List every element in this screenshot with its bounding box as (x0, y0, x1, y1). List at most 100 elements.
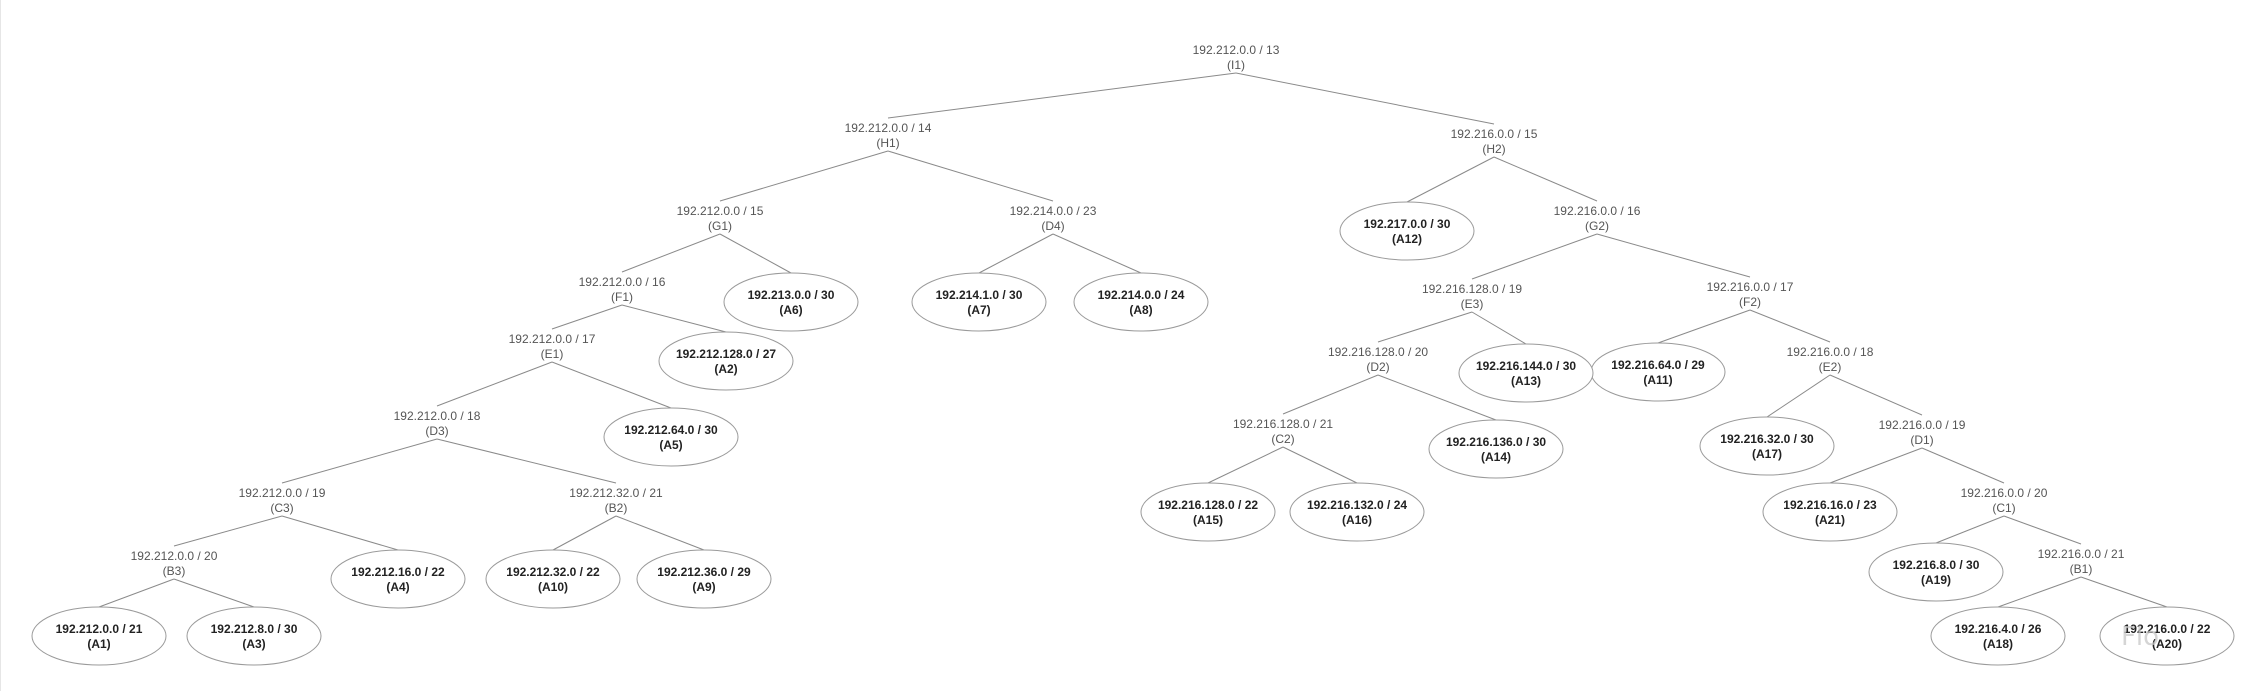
leaf-node-a12: 192.217.0.0 / 30(A12) (1339, 201, 1475, 261)
edge-H1-D4 (887, 150, 1054, 202)
node-h2: 192.216.0.0 / 15(H2) (1451, 127, 1538, 156)
leaf-ellipse (485, 549, 621, 609)
edge-D3-B2 (436, 438, 617, 484)
leaf-node-a5: 192.212.64.0 / 30(A5) (603, 407, 739, 467)
node-address-label: 192.216.144.0 / 30 (1476, 359, 1576, 373)
node-address-label: 192.213.0.0 / 30 (748, 288, 835, 302)
leaf-ellipse (186, 606, 322, 666)
edge-D3-C3 (281, 438, 438, 484)
node-d3: 192.212.0.0 / 18(D3) (394, 409, 481, 438)
node-id-label: (A14) (1481, 450, 1511, 464)
leaf-ellipse (1868, 542, 2004, 602)
node-id-label: (C1) (1992, 501, 2015, 515)
edge-F1-A2 (621, 304, 727, 333)
node-address-label: 192.212.8.0 / 30 (211, 622, 298, 636)
edge-I1-H2 (1235, 72, 1495, 125)
node-id-label: (A13) (1511, 374, 1541, 388)
edge-B2-A9 (615, 515, 705, 551)
leaf-ellipse (1762, 482, 1898, 542)
node-id-label: (D1) (1910, 433, 1933, 447)
edge-G2-E3 (1471, 233, 1598, 280)
node-id-label: (E1) (541, 347, 564, 361)
node-address-label: 192.216.128.0 / 20 (1328, 345, 1428, 359)
node-d4: 192.214.0.0 / 23(D4) (1010, 204, 1097, 233)
edge-E2-D1 (1829, 374, 1923, 416)
node-address-label: 192.216.128.0 / 21 (1233, 417, 1333, 431)
node-id-label: (D2) (1366, 360, 1389, 374)
node-address-label: 192.212.0.0 / 19 (239, 486, 326, 500)
node-address-label: 192.212.0.0 / 14 (845, 121, 932, 135)
node-address-label: 192.214.0.0 / 24 (1098, 288, 1185, 302)
node-id-label: (A15) (1193, 513, 1223, 527)
node-i1: 192.212.0.0 / 13(I1) (1193, 43, 1280, 72)
edge-D4-A7 (978, 233, 1054, 274)
node-id-label: (C3) (270, 501, 293, 515)
leaf-ellipse (636, 549, 772, 609)
node-address-label: 192.216.128.0 / 19 (1422, 282, 1522, 296)
node-id-label: (A12) (1392, 232, 1422, 246)
edge-F2-A11 (1657, 309, 1751, 344)
node-id-label: (D4) (1041, 219, 1064, 233)
leaf-node-a11: 192.216.64.0 / 29(A11) (1590, 342, 1726, 402)
node-id-label: (G2) (1585, 219, 1609, 233)
node-id-label: (A18) (1983, 637, 2013, 651)
node-g2: 192.216.0.0 / 16(G2) (1554, 204, 1641, 233)
node-address-label: 192.216.0.0 / 18 (1787, 345, 1874, 359)
edge-H2-A12 (1406, 156, 1495, 203)
node-id-label: (A5) (659, 438, 682, 452)
node-address-label: 192.216.0.0 / 21 (2038, 547, 2125, 561)
edge-F1-E1 (551, 304, 623, 330)
node-address-label: 192.212.0.0 / 17 (509, 332, 596, 346)
node-address-label: 192.212.0.0 / 16 (579, 275, 666, 289)
node-id-label: (A16) (1342, 513, 1372, 527)
node-c1: 192.216.0.0 / 20(C1) (1961, 486, 2048, 515)
node-id-label: (A7) (967, 303, 990, 317)
node-id-label: (E2) (1819, 360, 1842, 374)
edge-G1-F1 (621, 233, 721, 273)
leaf-node-a2: 192.212.128.0 / 27(A2) (658, 331, 794, 391)
leaf-node-a19: 192.216.8.0 / 30(A19) (1868, 542, 2004, 602)
node-id-label: (C2) (1271, 432, 1294, 446)
edge-I1-H1 (887, 72, 1237, 119)
leaf-ellipse (658, 331, 794, 391)
node-address-label: 192.212.0.0 / 13 (1193, 43, 1280, 57)
node-address-label: 192.212.0.0 / 20 (131, 549, 218, 563)
leaf-node-a15: 192.216.128.0 / 22(A15) (1140, 482, 1276, 542)
leaf-node-a17: 192.216.32.0 / 30(A17) (1699, 416, 1835, 476)
node-address-label: 192.212.36.0 / 29 (657, 565, 751, 579)
leaf-ellipse (723, 272, 859, 332)
edge-C1-B1 (2003, 515, 2082, 545)
node-id-label: (A20) (2152, 637, 2182, 651)
node-id-label: (A9) (692, 580, 715, 594)
node-f1: 192.212.0.0 / 16(F1) (579, 275, 666, 304)
node-h1: 192.212.0.0 / 14(H1) (845, 121, 932, 150)
edge-B3-A1 (98, 578, 175, 608)
leaf-node-a18: 192.216.4.0 / 26(A18) (1930, 606, 2066, 666)
edge-D2-A14 (1377, 374, 1497, 421)
node-id-label: (A8) (1129, 303, 1152, 317)
node-id-label: (A11) (1643, 373, 1672, 387)
edge-E2-A17 (1766, 374, 1831, 418)
leaf-ellipse (1140, 482, 1276, 542)
edge-B3-A3 (173, 578, 255, 608)
node-address-label: 192.216.0.0 / 17 (1707, 280, 1794, 294)
node-b2: 192.212.32.0 / 21(B2) (569, 486, 663, 515)
node-id-label: (I1) (1227, 58, 1245, 72)
edge-B1-A20 (2080, 576, 2168, 608)
node-id-label: (A21) (1815, 513, 1845, 527)
leaf-node-a7: 192.214.1.0 / 30(A7) (911, 272, 1047, 332)
node-address-label: 192.212.0.0 / 18 (394, 409, 481, 423)
node-address-label: 192.214.0.0 / 23 (1010, 204, 1097, 218)
node-id-label: (A6) (779, 303, 802, 317)
node-id-label: (B3) (163, 564, 186, 578)
edge-B1-A18 (1997, 576, 2082, 608)
node-address-label: 192.217.0.0 / 30 (1364, 217, 1451, 231)
node-id-label: (A3) (242, 637, 265, 651)
edge-D2-C2 (1282, 374, 1379, 415)
node-address-label: 192.216.132.0 / 24 (1307, 498, 1407, 512)
edge-layer (98, 72, 2168, 608)
node-id-label: (F2) (1739, 295, 1761, 309)
edge-H1-G1 (719, 150, 889, 202)
node-address-label: 192.216.16.0 / 23 (1783, 498, 1877, 512)
leaf-node-a16: 192.216.132.0 / 24(A16) (1289, 482, 1425, 542)
